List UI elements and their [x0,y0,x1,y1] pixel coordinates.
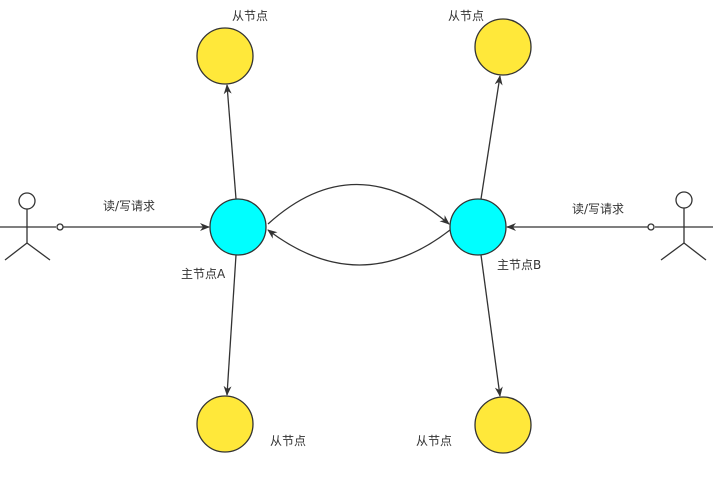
master-label-a: 主节点A [181,267,226,281]
edge-b-slave-bottom [480,254,503,397]
client-actor-left [0,192,56,261]
slave-node-a-bottom [196,395,254,453]
request-label-left: 读/写请求 [103,199,156,213]
master-node-a [209,198,267,256]
slave-label-b-bottom: 从节点 [416,434,453,448]
client-actor-right [655,191,713,261]
master-node-b [449,198,507,256]
edge-a-slave-top [223,84,237,200]
edge-b-slave-top [480,75,503,200]
sync-edge-a-to-b [267,184,450,225]
sync-edge-b-to-a [267,229,451,266]
slave-label-a-top: 从节点 [232,9,269,23]
slave-label-b-top: 从节点 [448,9,485,23]
edge-a-slave-bottom [223,254,237,396]
slave-node-b-top [474,18,532,76]
slave-label-a-bottom: 从节点 [270,434,307,448]
request-label-right: 读/写请求 [572,202,625,216]
slave-node-b-bottom [474,396,532,454]
master-label-b: 主节点B [497,258,542,272]
slave-node-a-top [196,27,254,85]
